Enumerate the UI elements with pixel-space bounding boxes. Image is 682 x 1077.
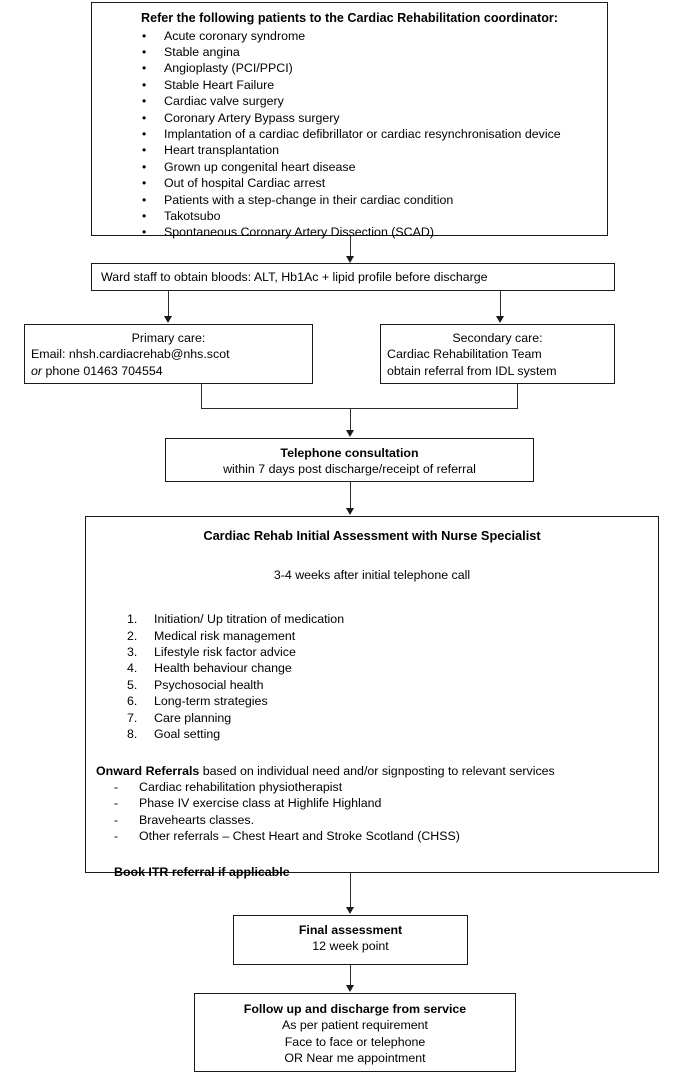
followup-title: Follow up and discharge from service <box>243 1002 467 1016</box>
primary-care-phone-or: or <box>31 363 43 378</box>
initial-assessment-item-label: Psychosocial health <box>154 677 264 692</box>
arrowhead-ward-to-primary <box>163 316 172 323</box>
primary-care-phone: or phone 01463 704554 <box>31 363 306 379</box>
arrowhead-referral-to-ward <box>345 256 354 263</box>
initial-assessment-item: 4. Health behaviour change <box>96 660 648 676</box>
secondary-care-idl: obtain referral from IDL system <box>387 363 557 378</box>
final-assessment-box: Final assessment 12 week point <box>233 915 468 965</box>
onward-referrals-description: based on individual need and/or signpost… <box>199 763 555 778</box>
onward-referral-item: Cardiac rehabilitation physiotherapist <box>96 779 648 796</box>
connector-secondary-down <box>517 384 518 409</box>
initial-assessment-item-number: 3. <box>127 645 138 660</box>
initial-assessment-item-label: Long-term strategies <box>154 694 268 709</box>
onward-referral-item: Bravehearts classes. <box>96 812 648 829</box>
primary-care-heading: Primary care: <box>131 331 206 345</box>
initial-assessment-item-label: Medical risk management <box>154 628 296 643</box>
connector-final-to-followup <box>350 965 351 986</box>
initial-assessment-item-label: Care planning <box>154 710 232 725</box>
primary-care-email: Email: nhsh.cardiacrehab@nhs.scot <box>31 347 230 362</box>
referral-criteria-item: Cardiac valve surgery <box>98 93 601 110</box>
final-assessment-title: Final assessment <box>298 923 403 937</box>
initial-assessment-item-number: 2. <box>127 628 138 643</box>
initial-assessment-item-number: 7. <box>127 710 138 725</box>
final-assessment-detail: 12 week point <box>312 939 389 954</box>
arrowhead-final-to-followup <box>345 985 354 992</box>
referral-criteria-item: Out of hospital Cardiac arrest <box>98 175 601 192</box>
initial-assessment-subtitle: 3-4 weeks after initial telephone call <box>273 567 471 582</box>
referral-criteria-item: Implantation of a cardiac defibrillator … <box>98 126 601 143</box>
itr-referral-note: Book ITR referral if applicable <box>114 864 290 879</box>
followup-discharge-box: Follow up and discharge from service As … <box>194 993 516 1072</box>
secondary-care-heading: Secondary care: <box>452 331 543 345</box>
referral-box-heading: Refer the following patients to the Card… <box>140 11 559 25</box>
onward-referrals-list: Cardiac rehabilitation physiotherapistPh… <box>96 779 648 845</box>
referral-criteria-item: Stable Heart Failure <box>98 77 601 94</box>
onward-referrals-label: Onward Referrals <box>96 763 200 778</box>
initial-assessment-item-number: 8. <box>127 727 138 742</box>
initial-assessment-item: 6. Long-term strategies <box>96 693 648 709</box>
initial-assessment-item: 3. Lifestyle risk factor advice <box>96 644 648 660</box>
initial-assessment-item-label: Lifestyle risk factor advice <box>154 645 296 660</box>
referral-criteria-item: Angioplasty (PCI/PPCI) <box>98 60 601 77</box>
referral-criteria-list: Acute coronary syndromeStable anginaAngi… <box>98 28 601 242</box>
connector-care-merge <box>201 408 518 409</box>
telephone-consultation-detail: within 7 days post discharge/receipt of … <box>223 462 476 477</box>
referral-criteria-item: Coronary Artery Bypass surgery <box>98 110 601 127</box>
referral-criteria-item: Spontaneous Coronary Artery Dissection (… <box>98 224 601 241</box>
initial-assessment-box: Cardiac Rehab Initial Assessment with Nu… <box>85 516 659 879</box>
followup-line-requirement: As per patient requirement <box>281 1018 428 1033</box>
primary-care-box: Primary care: Email: nhsh.cardiacrehab@n… <box>24 324 313 384</box>
initial-assessment-item: 1. Initiation/ Up titration of medication <box>96 611 648 627</box>
connector-ward-to-secondary <box>500 291 501 317</box>
connector-referral-to-ward <box>350 236 351 257</box>
referral-criteria-item: Heart transplantation <box>98 142 601 159</box>
arrowhead-telephone-to-assessment <box>345 508 354 515</box>
referral-criteria-box: Refer the following patients to the Card… <box>91 2 608 241</box>
secondary-care-box: Secondary care: Cardiac Rehabilitation T… <box>380 324 615 384</box>
initial-assessment-item: 8. Goal setting <box>96 726 648 742</box>
telephone-consultation-box: Telephone consultation within 7 days pos… <box>165 438 534 482</box>
referral-criteria-item: Patients with a step-change in their car… <box>98 192 601 209</box>
initial-assessment-item-label: Initiation/ Up titration of medication <box>154 612 345 627</box>
initial-assessment-item: 7. Care planning <box>96 710 648 726</box>
connector-merge-to-telephone <box>350 408 351 431</box>
initial-assessment-item: 5. Psychosocial health <box>96 677 648 693</box>
secondary-care-team: Cardiac Rehabilitation Team <box>387 347 542 362</box>
initial-assessment-item-label: Health behaviour change <box>154 661 292 676</box>
initial-assessment-title: Cardiac Rehab Initial Assessment with Nu… <box>203 528 541 543</box>
connector-telephone-to-assessment <box>350 482 351 509</box>
connector-assessment-to-final <box>350 873 351 908</box>
followup-line-nearme: OR Near me appointment <box>284 1051 426 1066</box>
initial-assessment-item-label: Goal setting <box>154 727 221 742</box>
onward-referral-item: Other referrals – Chest Heart and Stroke… <box>96 828 648 845</box>
connector-ward-to-primary <box>168 291 169 317</box>
initial-assessment-item-number: 4. <box>127 661 138 676</box>
initial-assessment-item-number: 1. <box>127 612 138 627</box>
followup-line-modality: Face to face or telephone <box>284 1034 426 1049</box>
initial-assessment-item-number: 6. <box>127 694 138 709</box>
referral-criteria-item: Stable angina <box>98 44 601 61</box>
ward-bloods-box: Ward staff to obtain bloods: ALT, Hb1Ac … <box>91 263 615 291</box>
connector-primary-down <box>201 384 202 409</box>
initial-assessment-item: 2. Medical risk management <box>96 628 648 644</box>
referral-criteria-item: Grown up congenital heart disease <box>98 159 601 176</box>
initial-assessment-item-list: 1. Initiation/ Up titration of medication… <box>96 611 648 742</box>
initial-assessment-item-number: 5. <box>127 677 138 692</box>
ward-bloods-text: Ward staff to obtain bloods: ALT, Hb1Ac … <box>101 270 488 284</box>
referral-criteria-item: Acute coronary syndrome <box>98 28 601 45</box>
arrowhead-merge-to-telephone <box>345 430 354 437</box>
arrowhead-ward-to-secondary <box>495 316 504 323</box>
telephone-consultation-title: Telephone consultation <box>280 446 419 460</box>
onward-referrals-heading: Onward Referrals based on individual nee… <box>96 763 648 779</box>
primary-care-phone-number: phone 01463 704554 <box>42 363 163 378</box>
onward-referral-item: Phase IV exercise class at Highlife High… <box>96 795 648 812</box>
referral-criteria-item: Takotsubo <box>98 208 601 225</box>
arrowhead-assessment-to-final <box>345 907 354 914</box>
